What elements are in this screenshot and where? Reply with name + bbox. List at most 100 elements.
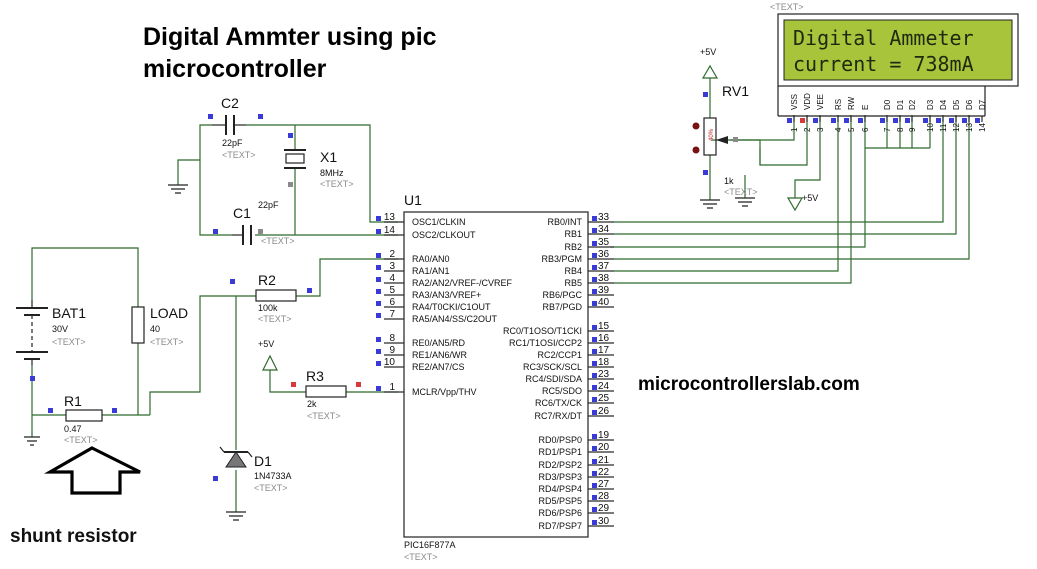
- svg-text:<TEXT>: <TEXT>: [254, 483, 288, 493]
- svg-text:33: 33: [598, 212, 610, 223]
- svg-text:RC7/RX/DT: RC7/RX/DT: [534, 411, 582, 421]
- svg-text:38: 38: [598, 273, 610, 284]
- shunt-resistor-r1: R1 0.47 <TEXT>: [48, 393, 117, 445]
- svg-text:5: 5: [389, 285, 395, 296]
- svg-text:RD2/PSP2: RD2/PSP2: [538, 460, 582, 470]
- svg-text:RA4/T0CKI/C1OUT: RA4/T0CKI/C1OUT: [412, 302, 491, 312]
- title-line-1: Digital Ammter using pic: [143, 23, 437, 51]
- mcu-pin-28: 28 RD5/PSP5: [538, 491, 614, 506]
- r2-ref: R2: [258, 272, 276, 288]
- svg-text:RA0/AN0: RA0/AN0: [412, 254, 450, 264]
- svg-text:RC2/CCP1: RC2/CCP1: [537, 350, 582, 360]
- svg-text:RC0/T1OSO/T1CKI: RC0/T1OSO/T1CKI: [503, 326, 582, 336]
- svg-text:<TEXT>: <TEXT>: [307, 411, 341, 421]
- svg-text:MCLR/Vpp/THV: MCLR/Vpp/THV: [412, 387, 477, 397]
- resistor-r3: R3 2k <TEXT>: [291, 368, 361, 421]
- svg-text:9: 9: [908, 127, 917, 132]
- mcu-pin-6: 6 RA4/T0CKI/C1OUT: [376, 297, 491, 312]
- svg-text:RD3/PSP3: RD3/PSP3: [538, 472, 582, 482]
- svg-text:RB5: RB5: [564, 278, 582, 288]
- svg-text:<TEXT>: <TEXT>: [404, 552, 438, 562]
- lcd-pins: VSS1VDD2VEE3RS4RW5E6D07D18D29D310D411D51…: [787, 93, 987, 132]
- mcu-pin-1: 1 MCLR/Vpp/THV: [376, 382, 477, 397]
- svg-text:7: 7: [883, 127, 892, 132]
- lcd-pin-d0: D0 7: [880, 99, 892, 132]
- svg-text:RB7/PGD: RB7/PGD: [542, 302, 582, 312]
- mcu-pin-23: 23 RC4/SDI/SDA: [525, 369, 614, 384]
- r3-ref: R3: [306, 368, 324, 384]
- svg-text:<TEXT>: <TEXT>: [261, 236, 295, 246]
- wires: [31, 78, 970, 512]
- c1-ref: C1: [233, 205, 251, 221]
- svg-text:RC4/SDI/SDA: RC4/SDI/SDA: [525, 374, 582, 384]
- shunt-resistor-caption: shunt resistor: [10, 526, 137, 547]
- r1-value: 0.47: [64, 424, 82, 434]
- svg-text:RE1/AN6/WR: RE1/AN6/WR: [412, 350, 468, 360]
- svg-text:D1: D1: [896, 99, 905, 110]
- svg-text:<TEXT>: <TEXT>: [320, 179, 354, 189]
- svg-text:D4: D4: [939, 99, 948, 110]
- svg-text:20: 20: [598, 442, 610, 453]
- ground-symbols: [24, 184, 755, 521]
- svg-text:<TEXT>: <TEXT>: [150, 337, 184, 347]
- svg-text:D0: D0: [883, 99, 892, 110]
- svg-text:14: 14: [978, 123, 987, 132]
- svg-text:12: 12: [952, 123, 961, 132]
- svg-text:RC5/SDO: RC5/SDO: [542, 386, 582, 396]
- svg-text:OSC2/CLKOUT: OSC2/CLKOUT: [412, 230, 476, 240]
- svg-text:13: 13: [384, 212, 396, 223]
- svg-text:23: 23: [598, 369, 610, 380]
- d1-ref: D1: [254, 453, 272, 469]
- svg-text:<TEXT>: <TEXT>: [222, 150, 256, 160]
- svg-text:<TEXT>: <TEXT>: [52, 337, 86, 347]
- svg-text:RS: RS: [834, 99, 843, 110]
- svg-text:8: 8: [389, 333, 395, 344]
- svg-text:39: 39: [598, 285, 610, 296]
- svg-text:RD6/PSP6: RD6/PSP6: [538, 508, 582, 518]
- c2-ref: C2: [221, 95, 239, 111]
- rv1-ref: RV1: [722, 83, 749, 99]
- svg-text:10: 10: [926, 123, 935, 132]
- zener-diode-d1: D1 1N4733A <TEXT>: [213, 279, 292, 493]
- svg-text:RD5/PSP5: RD5/PSP5: [538, 496, 582, 506]
- lcd-pin-d2: D29: [905, 99, 917, 132]
- svg-text:6: 6: [389, 297, 395, 308]
- svg-text:28: 28: [598, 491, 610, 502]
- svg-text:3: 3: [816, 127, 825, 132]
- svg-text:36: 36: [598, 249, 610, 260]
- svg-text:RC1/T1OSI/CCP2: RC1/T1OSI/CCP2: [509, 338, 582, 348]
- svg-text:1: 1: [389, 382, 395, 393]
- lcd-line-1: Digital Ammeter: [793, 26, 974, 50]
- svg-text:RD7/PSP7: RD7/PSP7: [538, 521, 582, 531]
- svg-text:1: 1: [790, 127, 799, 132]
- svg-text:D5: D5: [952, 99, 961, 110]
- potentiometer-rv1: 40% RV1 1k <TEXT>: [692, 83, 758, 197]
- svg-text:RC6/TX/CK: RC6/TX/CK: [535, 398, 582, 408]
- lcd-line-2: current = 738mA: [793, 52, 974, 76]
- lcd-pin-d1: D18: [893, 99, 905, 132]
- x1-value: 8MHz: [320, 168, 344, 178]
- svg-text:VDD: VDD: [803, 93, 812, 110]
- svg-text:40%: 40%: [709, 128, 715, 141]
- svg-text:10: 10: [384, 357, 396, 368]
- svg-text:4: 4: [834, 127, 843, 132]
